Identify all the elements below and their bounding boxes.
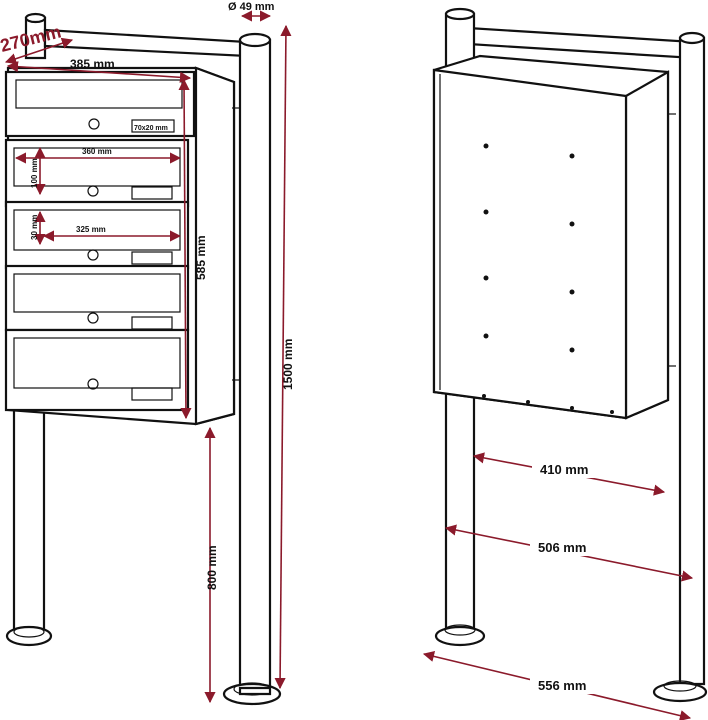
compartment-4 [4,264,190,332]
ground-clearance-label: 800 mm [205,545,219,590]
post-diameter-label: Ø 49 mm [228,1,275,13]
post-distance-label: 506 mm [538,540,586,555]
rear-mailbox-body [432,54,676,420]
slot-height-label: 30 mm [30,215,39,240]
slot-width-label: 360 mm [82,147,112,156]
door-height-label: 100 mm [30,158,39,188]
window-size-label: 70x20 mm [134,125,168,132]
box-height-label: 585 mm [194,235,208,280]
rear-top-rail [466,26,696,60]
compartment-5 [4,328,190,412]
inner-width-label: 325 mm [76,225,106,234]
inner-post-distance-label: 410 mm [540,462,588,477]
outer-post-distance-label: 556 mm [538,678,586,693]
width-label: 385 mm [70,57,115,71]
rear-view: 410 mm 506 mm 556 mm [422,7,708,720]
front-view: 270mm 385 mm Ø 49 mm 585 mm 1500 mm 800 … [0,1,295,706]
front-right-post [222,32,282,706]
rear-mounting-holes [482,143,614,414]
total-height-label: 1500 mm [281,339,295,390]
front-left-post [5,393,53,647]
front-dimensions [4,10,292,704]
